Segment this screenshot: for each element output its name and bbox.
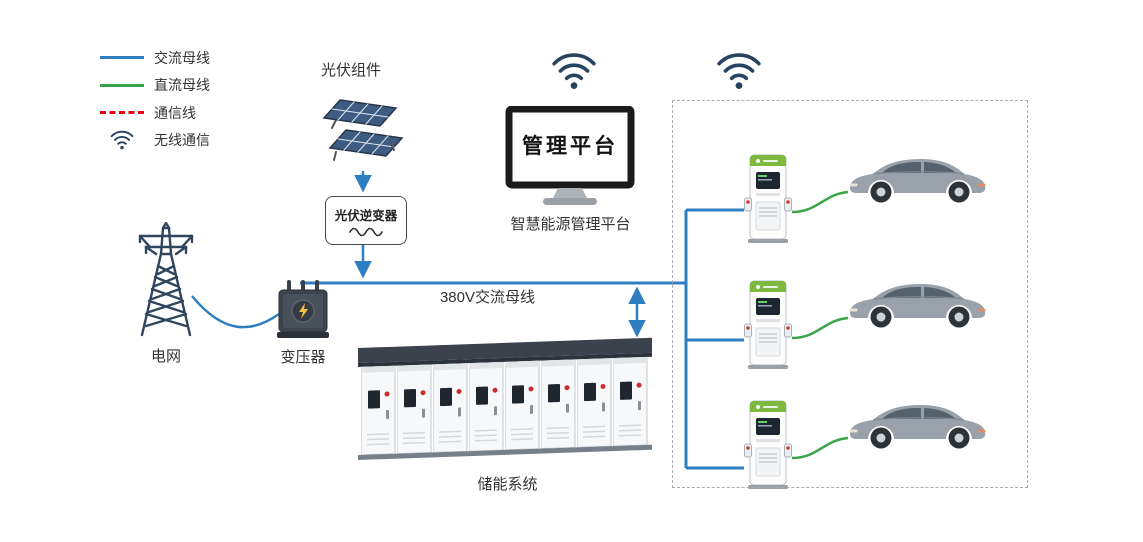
legend-item-dc: 直流母线 [100,76,210,95]
legend-label-wireless: 无线通信 [154,132,210,148]
storage-system-icon [358,337,652,460]
ac-bus-label: 380V交流母线 [439,289,536,306]
grid-label: 电网 [150,348,181,365]
storage-label: 储能系统 [477,476,538,493]
dc-cables [791,190,849,460]
ac-bus-lines [191,171,744,470]
transformer-icon [276,280,330,339]
charger3-car3-cable [791,436,849,460]
wifi-icon-platform [552,53,596,91]
pv-inverter-box: 光伏逆变器 [325,196,407,245]
pv-modules-label: 光伏组件 [320,62,381,79]
grid-to-transformer-wire [191,295,280,329]
charger1-car1-cable [791,190,849,214]
charging-zone-boundary [672,100,1028,488]
dc-line-swatch [100,83,144,87]
wifi-icon-legend [100,129,144,151]
transformer-label: 变压器 [280,349,326,366]
legend: 交流母线 直流母线 通信线 无线通信 [100,48,210,158]
ac-line-swatch [100,56,144,59]
wave-icon [349,227,383,236]
wifi-icon-chargers [717,53,761,91]
platform-caption: 智慧能源管理平台 [510,216,631,233]
legend-item-comm: 通信线 [100,103,210,122]
platform-screen-title: 管理平台 [522,135,618,158]
comm-line-swatch [100,111,144,114]
pv-modules-icon [323,99,403,161]
legend-label-dc: 直流母线 [154,77,210,93]
pv-inverter-label: 光伏逆变器 [334,208,398,223]
legend-label-ac: 交流母线 [154,49,210,66]
power-grid-tower-icon [138,222,194,337]
legend-item-wireless: 无线通信 [100,131,210,150]
legend-item-ac: 交流母线 [100,48,210,67]
legend-label-comm: 通信线 [154,104,196,121]
charger2-car2-cable [791,316,849,340]
